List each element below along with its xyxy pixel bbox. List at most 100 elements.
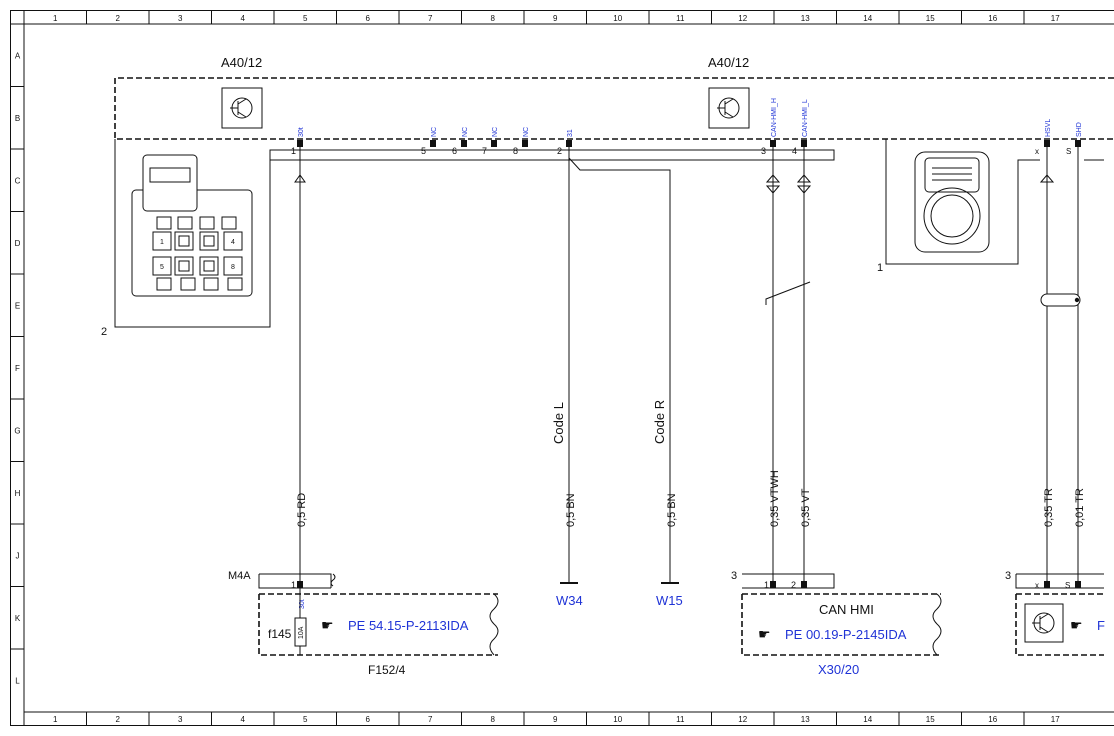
can-connector-housing: [742, 573, 835, 589]
connector-housing: [269, 149, 835, 161]
ground-point-link[interactable]: W34: [556, 593, 583, 608]
pin-marker: [801, 581, 807, 588]
transistor-icon: [1024, 603, 1064, 643]
wire-gauge-label: 0,5 BN: [666, 493, 678, 527]
pin-number: 8: [513, 146, 518, 156]
ruler-row-label: D: [15, 239, 21, 248]
ruler-column-label: 4: [241, 14, 246, 23]
break-mark: [489, 593, 499, 656]
pin-number: 1: [764, 580, 769, 590]
ruler-column-label: 7: [428, 14, 433, 23]
pin-signal-label: NC: [462, 127, 469, 137]
pin-marker: [1075, 140, 1081, 147]
component-name: F152/4: [368, 663, 406, 677]
reference-link[interactable]: F: [1097, 618, 1105, 633]
face-pin-number: 8: [231, 264, 235, 271]
direction-arrow-icon: [1039, 174, 1055, 183]
module-label-right: A40/12: [708, 55, 749, 70]
ruler-column-label: 8: [491, 715, 496, 724]
pin-marker: [1044, 581, 1050, 588]
ruler-column-label: 10: [613, 715, 622, 724]
face-pin-number: 4: [231, 239, 235, 246]
sheet-frame: [10, 10, 1114, 726]
ruler-column-label: 17: [1051, 715, 1060, 724]
ruler-column-label: 7: [428, 715, 433, 724]
ruler-row-label: B: [15, 114, 20, 123]
wire-gauge-label: 0,35 VT: [800, 488, 812, 527]
pin-marker: [770, 140, 776, 147]
ruler-column-label: 9: [553, 715, 558, 724]
reference-link[interactable]: PE 54.15-P-2113IDA: [348, 618, 469, 633]
module-enclosure: [114, 77, 1114, 140]
ruler-column-label: 14: [863, 715, 872, 724]
pin-signal-label: 30t: [299, 599, 306, 609]
pin-marker: [522, 140, 528, 147]
callout-number: 3: [731, 570, 737, 582]
pin-signal-label: 30t: [298, 127, 305, 137]
wire-gauge-label: 0,01 TR: [1074, 488, 1086, 527]
pin-marker: [566, 140, 572, 147]
fuse-rating: 10A: [298, 626, 305, 639]
code-label: Code L: [551, 402, 566, 444]
pin-signal-label: NC: [492, 127, 499, 137]
ruler-column-label: 11: [676, 715, 685, 724]
ruler-column-label: 13: [801, 715, 810, 724]
pin-signal-label: NC: [431, 127, 438, 137]
pin-number: 1: [291, 580, 296, 590]
column-ruler: 1122334455667788991010111112121313141415…: [23, 11, 1060, 725]
hand-pointer-icon: ☛: [1070, 617, 1083, 633]
ruler-column-label: 3: [178, 14, 183, 23]
ruler-column-label: 10: [613, 14, 622, 23]
fuse-connector-label: M4A: [228, 570, 251, 582]
pin-signal-label: SHD: [1076, 122, 1083, 137]
wire-gauge-label: 0,35 TR: [1043, 488, 1055, 527]
transistor-icon: [708, 87, 750, 129]
pin-signal-label: CAN-HMI_L: [802, 99, 809, 137]
pin-marker: [430, 140, 436, 147]
code-label: Code R: [652, 400, 667, 444]
connector-face-view-right: [885, 139, 1104, 265]
face-pin-number: 5: [160, 264, 164, 271]
hand-pointer-icon: ☛: [321, 617, 334, 633]
direction-arrow-icon: [294, 174, 306, 183]
ruler-column-label: 5: [303, 14, 308, 23]
ruler-column-label: 6: [366, 14, 371, 23]
connector-face-view-left: [114, 139, 271, 328]
ground-point-link[interactable]: W15: [656, 593, 683, 608]
ruler-column-label: 9: [553, 14, 558, 23]
ruler-row-label: L: [15, 676, 20, 685]
fuse-box-enclosure: [258, 593, 498, 656]
reference-link[interactable]: PE 00.19-P-2145IDA: [785, 627, 907, 642]
pin-number: x: [1035, 581, 1039, 590]
pin-signal-label: 31: [567, 129, 574, 137]
pin-marker: [1044, 140, 1050, 147]
component-link[interactable]: X30/20: [818, 662, 859, 677]
pin-marker: [461, 140, 467, 147]
ruler-column-label: 14: [863, 14, 872, 23]
pin-number: S: [1065, 581, 1070, 590]
ruler-column-label: 11: [676, 14, 685, 23]
break-mark: [932, 593, 942, 656]
shield-symbol: [1040, 293, 1081, 307]
pin-marker: [491, 140, 497, 147]
pin-number: 2: [557, 146, 562, 156]
bidirectional-arrow-icon: [796, 174, 812, 194]
right-box-enclosure: [1015, 593, 1104, 656]
ruler-row-label: E: [15, 301, 20, 310]
ruler-column-label: 1: [53, 715, 58, 724]
wire-gauge-label: 0,5 BN: [565, 493, 577, 527]
pin-signal-label: HSVL: [1045, 119, 1052, 137]
callout-number: 3: [1005, 570, 1011, 582]
ruler-row-label: J: [16, 551, 20, 560]
pin-number: 6: [452, 146, 457, 156]
ruler-column-label: 4: [241, 715, 246, 724]
shield-junction: [1074, 297, 1080, 303]
ruler-column-label: 15: [926, 14, 935, 23]
hand-pointer-icon: ☛: [758, 626, 771, 642]
pin-signal-label: NC: [523, 127, 530, 137]
connector-pin-group: [297, 140, 1081, 147]
can-box-title: CAN HMI: [819, 602, 874, 617]
bidirectional-arrow-icon: [765, 174, 781, 194]
pin-marker: [297, 140, 303, 147]
